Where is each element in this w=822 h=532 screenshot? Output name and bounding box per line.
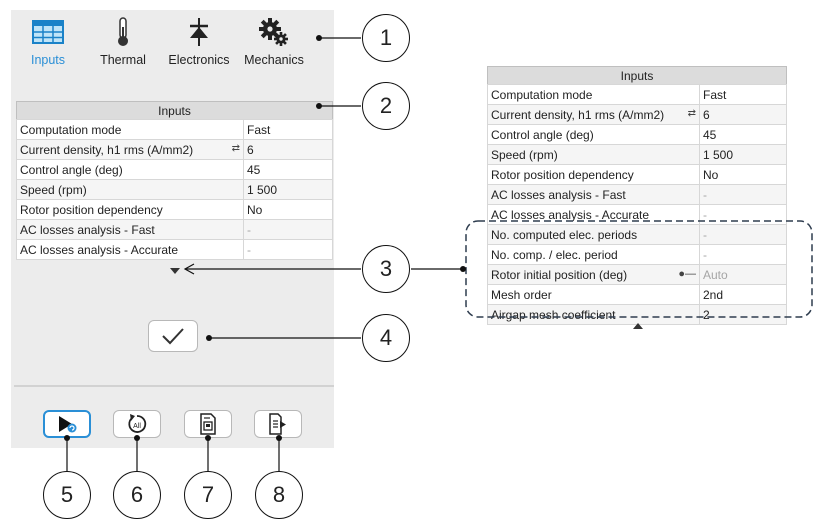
param-label: AC losses analysis - Fast <box>16 219 244 240</box>
param-value: - <box>243 219 333 240</box>
save-button[interactable] <box>184 410 232 438</box>
left-panel: Inputs Thermal Electronics <box>11 10 334 448</box>
validate-button[interactable] <box>148 320 198 352</box>
tab-label: Mechanics <box>244 53 304 67</box>
param-label: Mesh order <box>487 284 700 305</box>
export-button[interactable] <box>254 410 302 438</box>
callout-7: 7 <box>184 471 232 519</box>
param-label: AC losses analysis - Accurate <box>487 204 700 225</box>
thermometer-icon <box>93 17 153 46</box>
tab-label: Electronics <box>168 53 230 67</box>
param-label-cell: Rotor initial position (deg) ●— <box>487 264 700 285</box>
callout-3: 3 <box>362 245 410 293</box>
table-row[interactable]: No. computed elec. periods- <box>487 224 787 245</box>
callout-8: 8 <box>255 471 303 519</box>
param-label: No. computed elec. periods <box>487 224 700 245</box>
table-row[interactable]: Rotor position dependency No <box>16 199 333 220</box>
run-icon <box>59 416 77 433</box>
param-value[interactable]: 6 <box>243 139 333 160</box>
table-icon <box>23 18 73 46</box>
pin-icon[interactable]: ●— <box>678 267 696 280</box>
table-row[interactable]: Rotor initial position (deg)●—Auto <box>487 264 787 285</box>
callout-1: 1 <box>362 14 410 62</box>
table-header: Inputs <box>16 101 333 119</box>
swap-icon[interactable]: ⇄ <box>231 142 240 154</box>
param-label: Current density, h1 rms (A/mm2) <box>491 107 665 122</box>
callout-5: 5 <box>43 471 91 519</box>
table-row[interactable]: No. comp. / elec. period- <box>487 244 787 265</box>
gears-icon <box>239 18 309 46</box>
checkmark-icon <box>162 328 184 345</box>
table-row[interactable]: Control angle (deg) 45 <box>16 159 333 180</box>
tab-inputs[interactable]: Inputs <box>23 18 73 67</box>
tab-electronics[interactable]: Electronics <box>164 18 234 67</box>
param-label: Speed (rpm) <box>487 144 700 165</box>
divider <box>14 385 334 387</box>
table-row[interactable]: Current density, h1 rms (A/mm2) ⇄ 6 <box>16 139 333 160</box>
callout-4: 4 <box>362 314 410 362</box>
export-icon <box>269 413 286 435</box>
param-value[interactable]: 2nd <box>699 284 787 305</box>
swap-icon[interactable]: ⇄ <box>687 107 696 119</box>
table-row[interactable]: AC losses analysis - Fast - <box>16 219 333 240</box>
table-row[interactable]: AC losses analysis - Accurate- <box>487 204 787 225</box>
param-label: Airgap mesh coefficient <box>487 304 700 325</box>
param-value[interactable]: Fast <box>243 119 333 140</box>
param-label: Current density, h1 rms (A/mm2) <box>20 142 194 157</box>
expand-arrow-icon[interactable] <box>169 263 181 274</box>
param-value[interactable]: Fast <box>699 84 787 105</box>
param-value: - <box>243 239 333 260</box>
param-label: Rotor initial position (deg) <box>491 267 628 282</box>
param-value[interactable]: 2 <box>699 304 787 325</box>
table-row[interactable]: AC losses analysis - Accurate - <box>16 239 333 260</box>
collapse-arrow-icon[interactable] <box>632 318 644 336</box>
table-header: Inputs <box>487 66 787 84</box>
reset-all-icon: All <box>128 414 147 433</box>
param-label: No. comp. / elec. period <box>487 244 700 265</box>
inputs-table: Inputs Computation mode Fast Current den… <box>16 101 333 260</box>
inputs-table-body: Computation mode Fast Current density, h… <box>16 119 333 260</box>
tab-mechanics[interactable]: Mechanics <box>239 18 309 67</box>
callout-2: 2 <box>362 82 410 130</box>
save-icon <box>200 413 216 435</box>
diode-icon <box>164 18 234 46</box>
param-label: AC losses analysis - Accurate <box>16 239 244 260</box>
callout-6: 6 <box>113 471 161 519</box>
tab-label: Inputs <box>30 53 66 67</box>
param-label: Computation mode <box>487 84 700 105</box>
svg-text:All: All <box>133 423 141 430</box>
param-value[interactable]: 45 <box>243 159 333 180</box>
tab-label: Thermal <box>100 53 146 67</box>
param-value: - <box>699 184 787 205</box>
advanced-params-region <box>465 220 813 318</box>
tab-thermal[interactable]: Thermal <box>93 17 153 67</box>
